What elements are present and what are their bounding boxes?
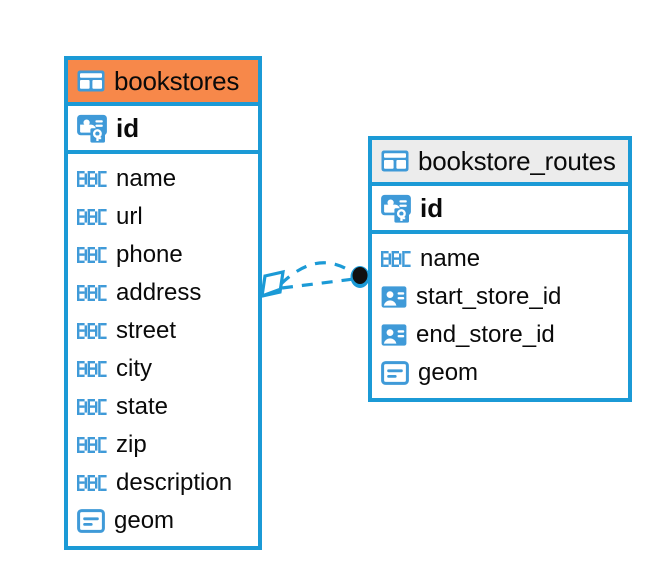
field-row[interactable]: zip — [68, 426, 258, 464]
field-row[interactable]: start_store_id — [372, 278, 628, 316]
field-label: state — [116, 393, 169, 420]
primary-key-label: id — [420, 193, 444, 223]
abc-icon — [77, 322, 107, 340]
field-label: phone — [116, 241, 183, 268]
primary-key-row[interactable]: id — [372, 186, 628, 234]
foreign-key-icon — [381, 322, 407, 348]
field-row[interactable]: end_store_id — [372, 316, 628, 354]
abc-icon — [77, 436, 107, 454]
entity-bookstore-routes[interactable]: bookstore_routes — [368, 136, 632, 402]
field-row[interactable]: phone — [68, 236, 258, 274]
entity-title: bookstores — [114, 66, 240, 96]
field-row[interactable]: description — [68, 464, 258, 502]
field-row[interactable]: city — [68, 350, 258, 388]
field-row[interactable]: street — [68, 312, 258, 350]
abc-icon — [381, 250, 411, 268]
primary-key-row[interactable]: id — [68, 106, 258, 154]
table-icon — [381, 150, 409, 172]
field-row[interactable]: geom — [372, 354, 628, 392]
field-list: name url — [68, 154, 258, 546]
crows-foot-diamond-marker — [260, 269, 285, 299]
abc-icon — [77, 398, 107, 416]
field-label: city — [116, 355, 152, 382]
abc-icon — [77, 246, 107, 264]
primary-key-label: id — [116, 113, 140, 143]
field-row[interactable]: name — [68, 160, 258, 198]
field-label: url — [116, 203, 143, 230]
abc-icon — [77, 284, 107, 302]
entity-title: bookstore_routes — [418, 146, 616, 176]
field-label: zip — [116, 431, 147, 458]
table-icon — [77, 70, 105, 92]
field-label: geom — [114, 507, 175, 534]
field-row[interactable]: name — [372, 240, 628, 278]
field-row[interactable]: geom — [68, 502, 258, 540]
entity-header-bookstores[interactable]: bookstores — [68, 60, 258, 106]
abc-icon — [77, 170, 107, 188]
field-list: name start_store_id end_store_id geom — [372, 234, 628, 398]
field-label: name — [116, 165, 177, 192]
abc-icon — [77, 208, 107, 226]
field-label: start_store_id — [416, 283, 562, 310]
abc-icon — [77, 360, 107, 378]
field-row[interactable]: url — [68, 198, 258, 236]
field-row[interactable]: state — [68, 388, 258, 426]
field-label: description — [116, 469, 233, 496]
primary-key-icon — [77, 113, 107, 143]
field-label: end_store_id — [416, 321, 555, 348]
geometry-icon — [77, 509, 105, 533]
filled-circle-marker — [350, 266, 370, 288]
field-label: geom — [418, 359, 479, 386]
entity-header-bookstore-routes[interactable]: bookstore_routes — [372, 140, 628, 186]
field-label: address — [116, 279, 202, 306]
field-label: name — [420, 245, 481, 272]
entity-bookstores[interactable]: bookstores id — [64, 56, 262, 550]
field-row[interactable]: address — [68, 274, 258, 312]
relationship-line-arc — [279, 261, 354, 286]
primary-key-icon — [381, 193, 411, 223]
abc-icon — [77, 474, 107, 492]
foreign-key-icon — [381, 284, 407, 310]
geometry-icon — [381, 361, 409, 385]
relationship-line-straight — [281, 277, 355, 290]
field-label: street — [116, 317, 177, 344]
